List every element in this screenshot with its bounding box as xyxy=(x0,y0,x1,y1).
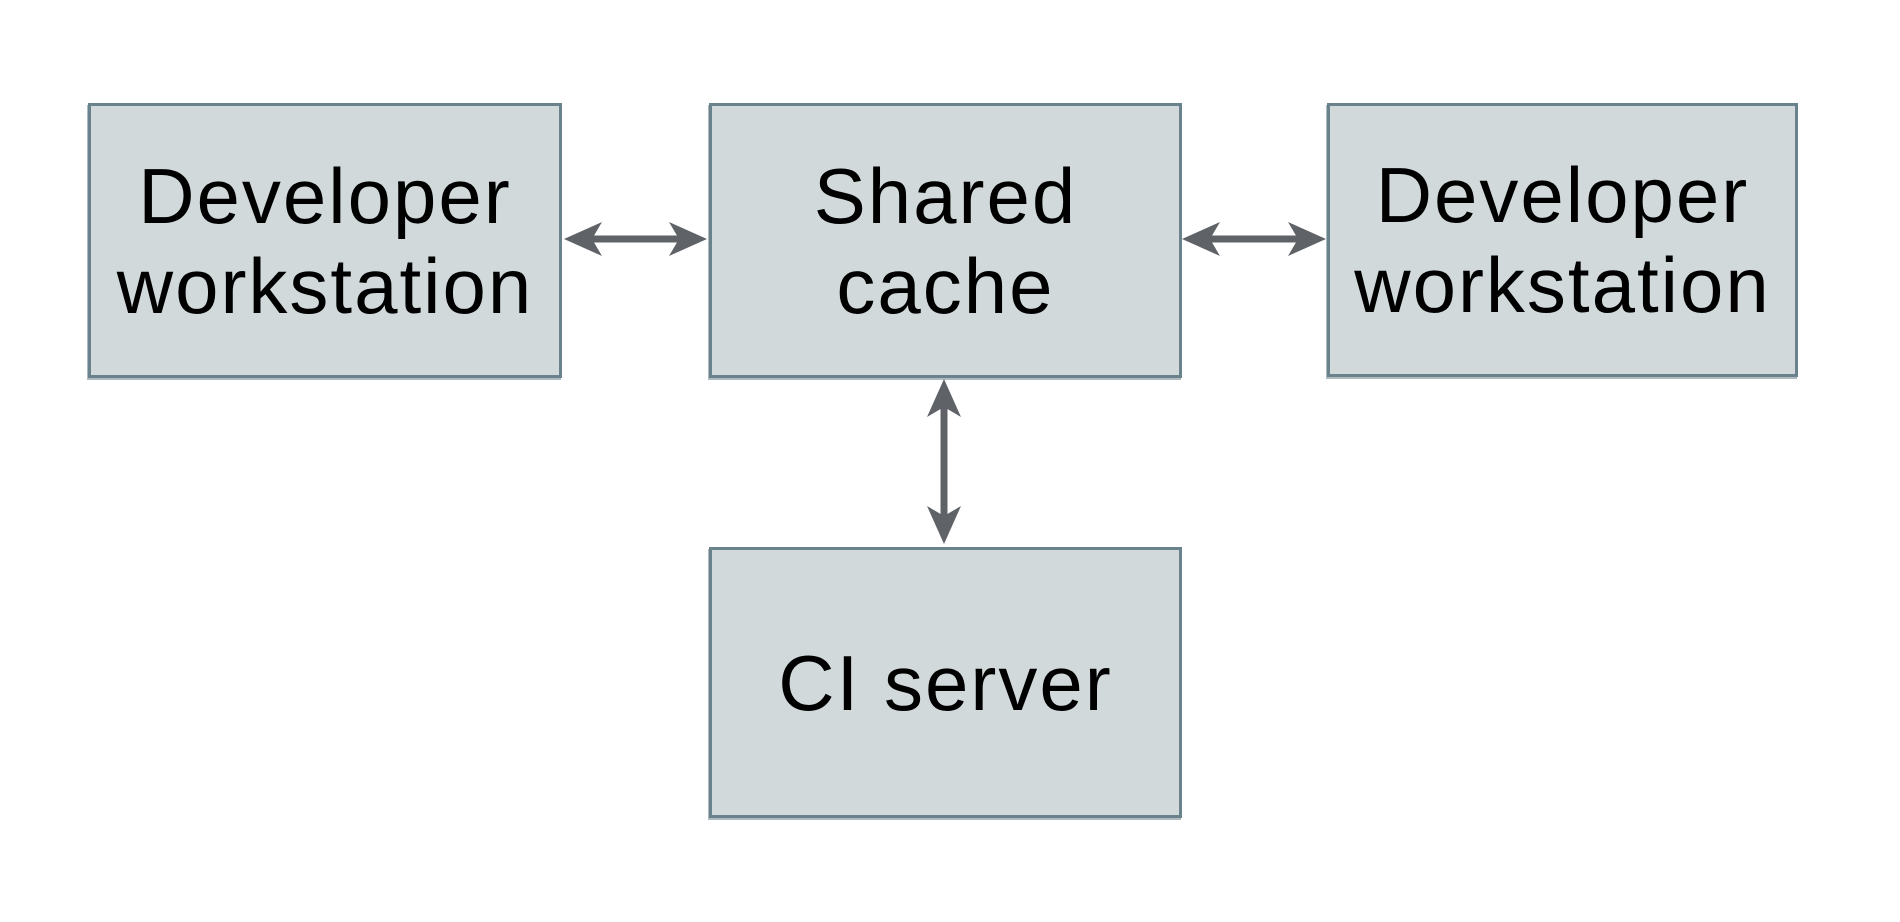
bidirectional-arrow-devleft-cache xyxy=(564,222,707,256)
node-ci-server: CI server xyxy=(709,547,1182,818)
node-label-line: Developer xyxy=(138,151,512,240)
bidirectional-arrow-cache-ciserver xyxy=(927,379,961,544)
node-label-line: CI server xyxy=(778,638,1113,727)
node-label-line: Shared xyxy=(813,151,1078,240)
node-developer-workstation-left: Developer workstation xyxy=(88,103,562,378)
node-shared-cache: Shared cache xyxy=(709,103,1182,378)
node-label-line: Developer xyxy=(1375,151,1750,239)
node-label-line: cache xyxy=(836,241,1055,330)
bidirectional-arrow-cache-devright xyxy=(1182,222,1326,256)
node-developer-workstation-right: Developer workstation xyxy=(1327,103,1798,377)
node-label-line: workstation xyxy=(1354,241,1771,329)
node-label-line: workstation xyxy=(116,241,534,330)
